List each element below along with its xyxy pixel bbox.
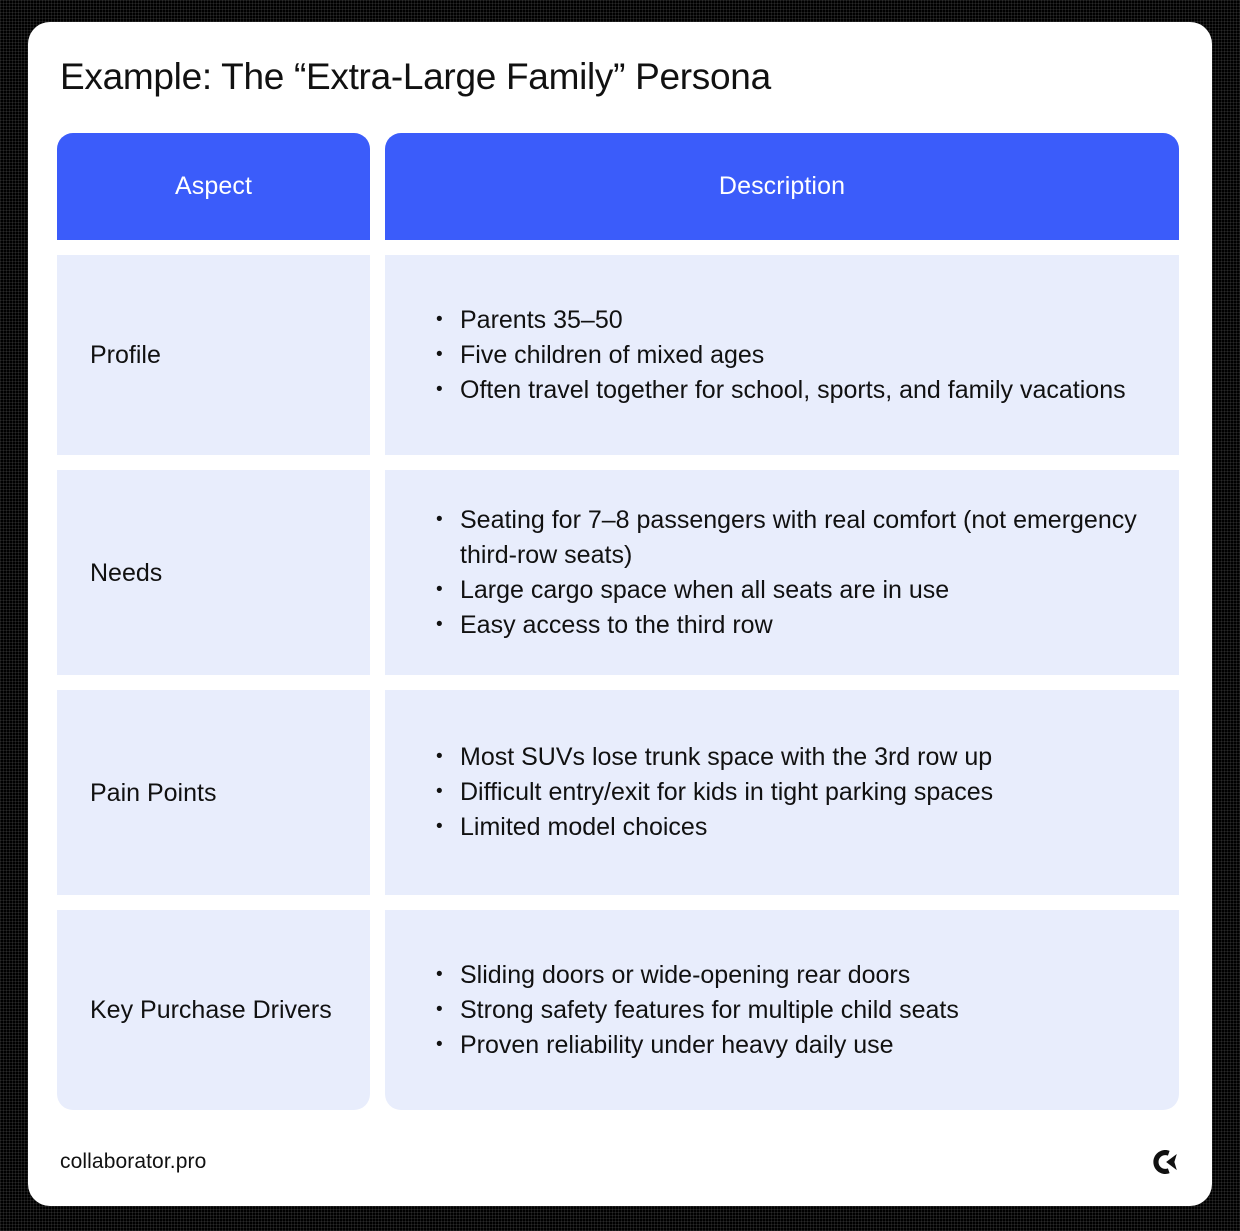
cell-description: Parents 35–50 Five children of mixed age… (385, 255, 1179, 455)
list-item: Difficult entry/exit for kids in tight p… (432, 775, 1151, 810)
page-title: Example: The “Extra-Large Family” Person… (60, 56, 771, 97)
card-footer: collaborator.pro (60, 1144, 1180, 1180)
table-row: Needs Seating for 7–8 passengers with re… (57, 470, 1179, 675)
table-header-row: Aspect Description (57, 133, 1179, 240)
list-item: Large cargo space when all seats are in … (432, 573, 1151, 608)
description-list: Parents 35–50 Five children of mixed age… (385, 303, 1179, 408)
aspect-label: Key Purchase Drivers (90, 996, 332, 1024)
collaborator-logo-icon (1150, 1147, 1180, 1177)
aspect-label: Needs (90, 558, 163, 587)
cell-aspect: Profile (57, 255, 370, 455)
list-item: Limited model choices (432, 810, 1151, 845)
content-card: Example: The “Extra-Large Family” Person… (28, 22, 1212, 1206)
list-item: Easy access to the third row (432, 608, 1151, 643)
list-item: Seating for 7–8 passengers with real com… (432, 503, 1151, 573)
cell-aspect: Key Purchase Drivers (57, 910, 370, 1110)
list-item: Five children of mixed ages (432, 338, 1151, 373)
list-item: Proven reliability under heavy daily use (432, 1028, 1151, 1063)
table-row: Profile Parents 35–50 Five children of m… (57, 255, 1179, 455)
cell-aspect: Pain Points (57, 690, 370, 895)
description-list: Seating for 7–8 passengers with real com… (385, 503, 1179, 643)
table-row: Pain Points Most SUVs lose trunk space w… (57, 690, 1179, 895)
list-item: Strong safety features for multiple chil… (432, 993, 1151, 1028)
description-list: Most SUVs lose trunk space with the 3rd … (385, 740, 1179, 845)
header-cell-aspect: Aspect (57, 133, 370, 240)
header-label-aspect: Aspect (174, 172, 253, 200)
table-row: Key Purchase Drivers Sliding doors or wi… (57, 910, 1179, 1110)
cell-description: Most SUVs lose trunk space with the 3rd … (385, 690, 1179, 895)
persona-table: Aspect Description Profile Parents 35–50… (57, 133, 1179, 1110)
list-item: Often travel together for school, sports… (432, 373, 1151, 408)
brand-name: collaborator.pro (60, 1150, 207, 1173)
cell-description: Sliding doors or wide-opening rear doors… (385, 910, 1179, 1110)
description-list: Sliding doors or wide-opening rear doors… (385, 958, 1179, 1063)
cell-description: Seating for 7–8 passengers with real com… (385, 470, 1179, 675)
header-cell-description: Description (385, 133, 1179, 240)
aspect-label: Profile (90, 341, 161, 369)
list-item: Most SUVs lose trunk space with the 3rd … (432, 740, 1151, 775)
aspect-label: Pain Points (90, 778, 217, 807)
cell-aspect: Needs (57, 470, 370, 675)
header-label-description: Description (718, 172, 846, 200)
list-item: Parents 35–50 (432, 303, 1151, 338)
list-item: Sliding doors or wide-opening rear doors (432, 958, 1151, 993)
